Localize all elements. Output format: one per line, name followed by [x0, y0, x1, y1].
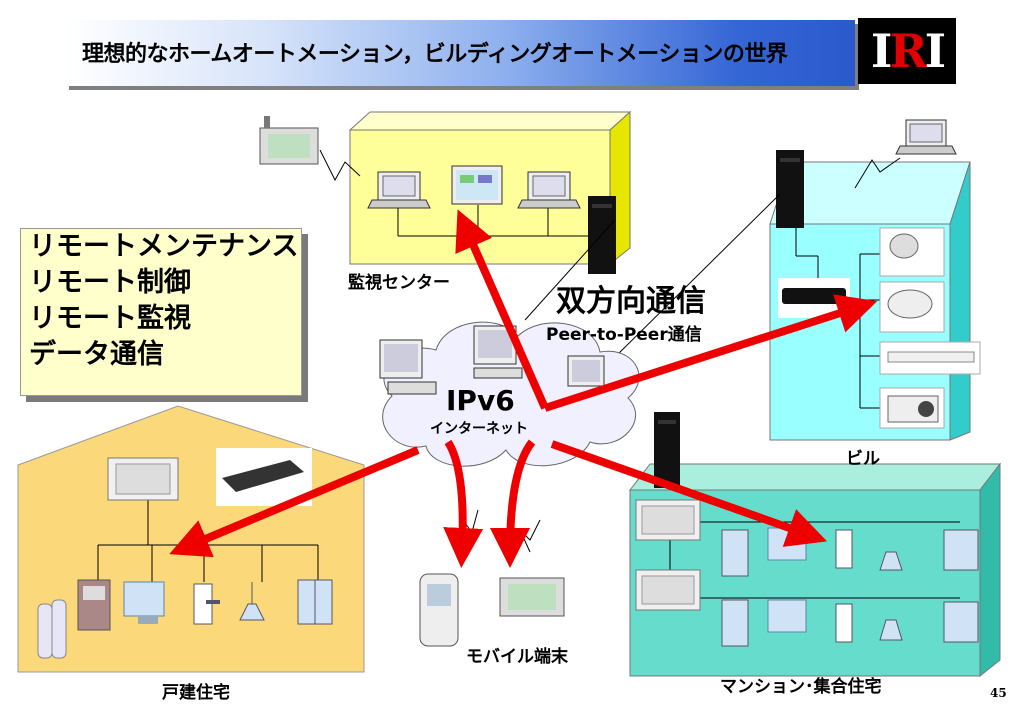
internet-label: インターネット	[430, 421, 528, 437]
service-data-communication: データ通信	[29, 339, 164, 370]
apartment-devices-row-1	[721, 527, 979, 577]
apartment-devices-row-2	[721, 599, 979, 647]
arrow-to-house	[169, 446, 420, 558]
remote-panel-topleft-icon	[259, 116, 319, 165]
center-monitor-display	[451, 165, 503, 205]
house-router-icon	[216, 448, 312, 506]
communication-arrows	[169, 209, 878, 568]
apartment-panel-2	[635, 569, 701, 611]
service-remote-monitoring: リモート監視	[29, 303, 191, 334]
house-pc-icon	[123, 581, 165, 624]
title-bar	[65, 20, 855, 86]
mobile-panel-icon	[499, 577, 565, 617]
logo-letter-i: I	[870, 24, 892, 78]
arrow-to-phone	[443, 439, 484, 568]
apartment-server-icon	[654, 412, 680, 488]
building-label: ビル	[846, 449, 880, 469]
arrow-to-building	[543, 294, 878, 412]
house-panel-icon	[107, 457, 179, 501]
page-number: 45	[990, 686, 1007, 700]
house-ceiling-lamp-icon	[239, 582, 265, 621]
service-remote-maintenance: リモートメンテナンス	[29, 231, 299, 262]
building-light-fixture-icon	[879, 341, 981, 375]
building-server-icon	[776, 150, 804, 228]
house-meter-icon	[77, 579, 111, 631]
p2p-label: Peer-to-Peer通信	[546, 325, 702, 345]
mobile-label: モバイル端末	[466, 647, 568, 667]
cloud-pc-3	[567, 355, 605, 387]
services-box: リモートメンテナンス リモート制御 リモート監視 データ通信	[20, 228, 302, 396]
house-building	[17, 405, 365, 673]
apartment-panel-1	[635, 499, 701, 541]
cloud-pc-1	[379, 339, 437, 395]
monitor-center-label: 監視センター	[348, 273, 450, 293]
logo-letter-r: R	[889, 24, 927, 78]
arrow-to-apartment	[550, 440, 828, 547]
house-window-icon	[297, 579, 333, 625]
center-laptop-2	[517, 171, 581, 209]
building-laptop-icon	[895, 119, 957, 155]
mobile-phone-icon	[419, 573, 459, 647]
service-remote-control: リモート制御	[29, 267, 191, 298]
building-projector-icon	[879, 387, 945, 429]
house-door-handle-icon	[193, 583, 220, 625]
building-sensor-icon	[879, 281, 945, 333]
slide-title: 理想的なホームオートメーション，ビルディングオートメーションの世界	[82, 42, 788, 67]
house-label: 戸建住宅	[162, 683, 230, 703]
gas-cylinders-icon	[37, 599, 67, 659]
arrow-to-center	[455, 209, 549, 410]
center-laptop-1	[367, 171, 431, 209]
ipv6-label: IPv6	[446, 384, 515, 417]
arrow-to-mobile-panel	[490, 439, 536, 568]
bidirectional-label: 双方向通信	[556, 284, 706, 319]
apartment-label: マンション･集合住宅	[720, 677, 882, 697]
building-speaker-icon	[879, 227, 945, 277]
logo-letter-i2: I	[924, 24, 946, 78]
